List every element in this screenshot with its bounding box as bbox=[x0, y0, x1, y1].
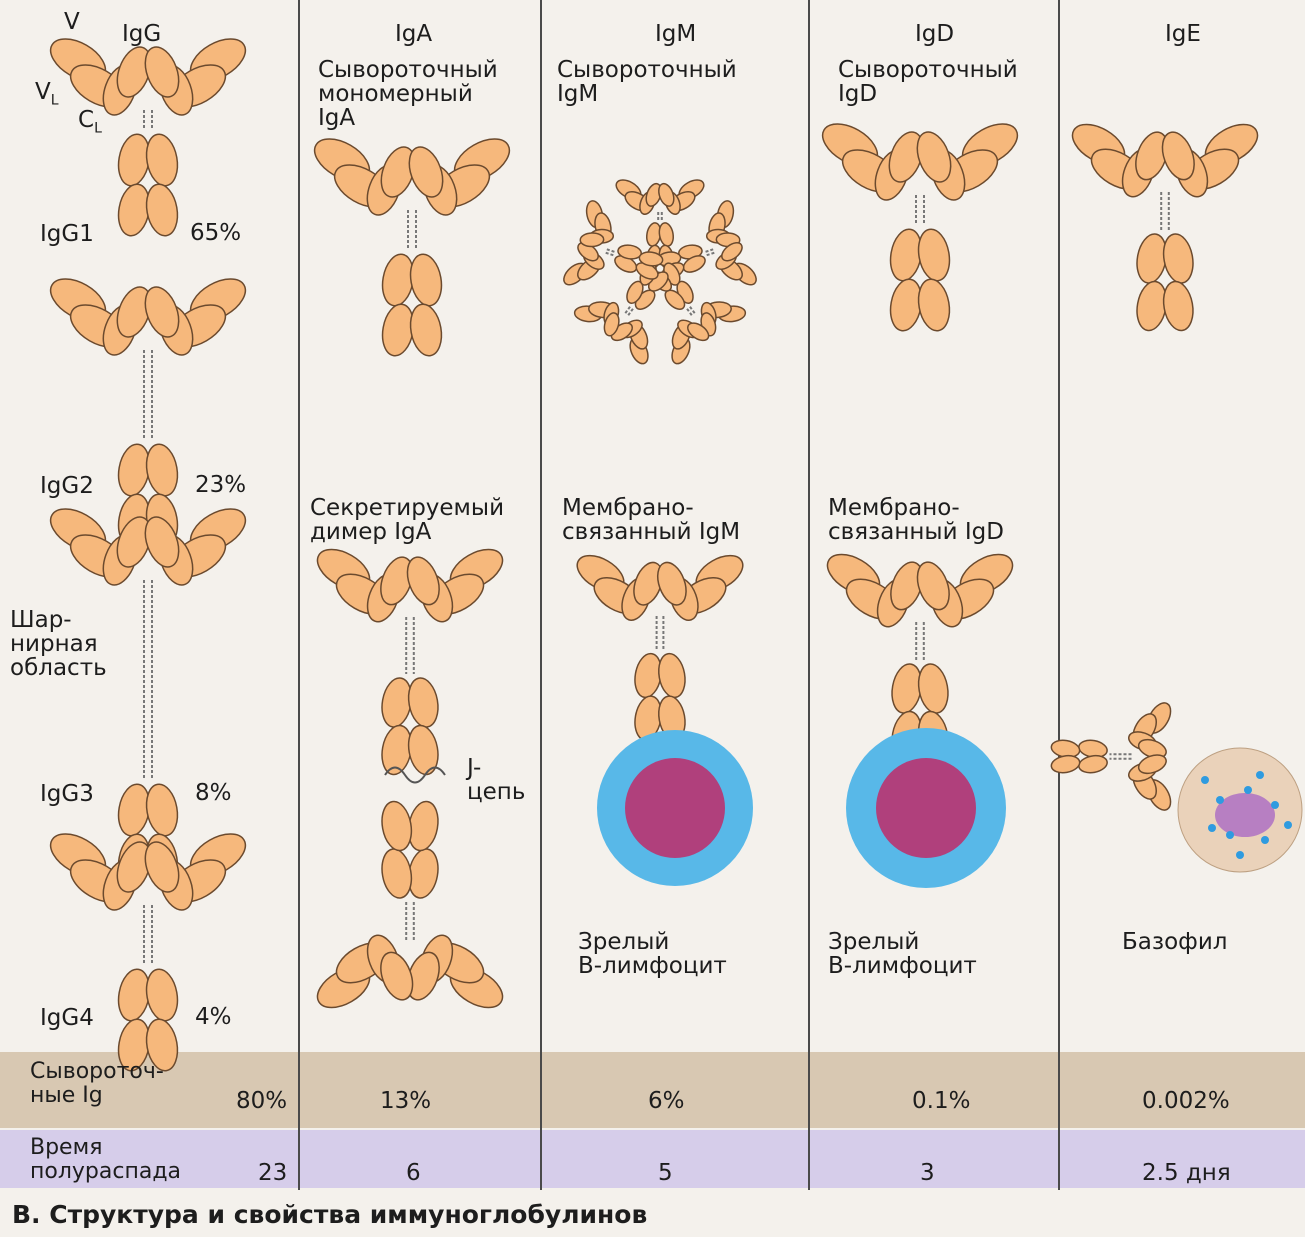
hinge-chain bbox=[606, 253, 615, 256]
ig-domain bbox=[378, 847, 415, 901]
serum-value-iga: 13% bbox=[380, 1088, 431, 1114]
igg3-percent: 8% bbox=[195, 780, 232, 806]
ig-domain bbox=[1160, 232, 1197, 286]
serum-value-igd: 0.1% bbox=[912, 1088, 970, 1114]
igg1-percent: 65% bbox=[190, 220, 241, 246]
ig-domain bbox=[143, 182, 182, 238]
hinge-chain bbox=[705, 249, 714, 252]
hinge-region-label: Шар- нирная область bbox=[10, 608, 107, 680]
halflife-value-ige: 2.5 дня bbox=[1142, 1160, 1231, 1186]
basophil-granule bbox=[1201, 776, 1209, 784]
hinge-chain bbox=[689, 306, 694, 313]
halflife-value-igd: 3 bbox=[920, 1160, 935, 1186]
serum-iga-label: Сывороточный мономерный IgA bbox=[318, 58, 498, 130]
ig-domain bbox=[143, 442, 182, 498]
igg4-percent: 4% bbox=[195, 1004, 232, 1030]
igg3-label: IgG3 bbox=[40, 782, 94, 806]
igg2-label: IgG2 bbox=[40, 474, 94, 498]
ig-domain bbox=[1077, 754, 1108, 775]
b-lymphocyte-label-igm: Зрелый В-лимфоцит bbox=[578, 930, 727, 978]
basophil-granule bbox=[1284, 821, 1292, 829]
ig-domain bbox=[915, 662, 952, 716]
ig-domain bbox=[1050, 754, 1081, 775]
basophil-granule bbox=[1244, 786, 1252, 794]
basophil-granule bbox=[1208, 824, 1216, 832]
ig-domain bbox=[915, 227, 954, 283]
header-ige: IgE bbox=[1165, 22, 1201, 46]
ig-domain bbox=[915, 277, 954, 333]
basophil-granule bbox=[1216, 796, 1224, 804]
vl-sub: L bbox=[51, 93, 59, 109]
ig-domain bbox=[407, 252, 446, 308]
hinge-chain bbox=[625, 306, 630, 313]
ig-domain bbox=[656, 652, 689, 700]
ig-domain bbox=[143, 782, 182, 838]
hinge-chain bbox=[706, 253, 715, 256]
basophil-granule bbox=[1236, 851, 1244, 859]
ig-domain bbox=[1160, 279, 1197, 333]
j-chain-label: J- цепь bbox=[467, 756, 525, 804]
igg4-label: IgG4 bbox=[40, 1006, 94, 1030]
membrane-igd-label: Мембрано- связанный IgD bbox=[828, 496, 1004, 544]
header-iga: IgA bbox=[395, 22, 432, 46]
b-cell-nucleus bbox=[625, 758, 725, 858]
ig-domain bbox=[407, 302, 446, 358]
header-igg: IgG bbox=[122, 22, 161, 46]
ig-domain bbox=[580, 233, 604, 247]
cl-main: C bbox=[78, 107, 94, 133]
serum-row-label: Сывороточ- ные Ig bbox=[30, 1060, 164, 1108]
light-variable-label: VL bbox=[35, 80, 59, 113]
ig-domain bbox=[405, 723, 442, 777]
ig-domain bbox=[143, 967, 182, 1023]
ig-domain bbox=[378, 799, 415, 853]
membrane-igm-label: Мембрано- связанный IgM bbox=[562, 496, 740, 544]
header-igd: IgD bbox=[915, 22, 954, 46]
ig-domain bbox=[143, 132, 182, 188]
serum-igm-label: Сывороточный IgM bbox=[557, 58, 737, 106]
basophil-granule bbox=[1226, 831, 1234, 839]
basophil-label: Базофил bbox=[1122, 930, 1228, 954]
basophil-granule bbox=[1271, 801, 1279, 809]
serum-igd-label: Сывороточный IgD bbox=[838, 58, 1018, 106]
ig-domain bbox=[658, 222, 675, 247]
figure-caption: В. Структура и свойства иммуноглобулинов bbox=[12, 1200, 647, 1229]
halflife-value-igm: 5 bbox=[658, 1160, 673, 1186]
cl-sub: L bbox=[94, 121, 102, 137]
hinge-chain bbox=[607, 249, 616, 252]
secretory-iga-label: Секретируемый димер IgA bbox=[310, 496, 504, 544]
serum-value-igg: 80% bbox=[236, 1088, 287, 1114]
variable-domain-label: V bbox=[64, 10, 80, 34]
igg1-label: IgG1 bbox=[40, 222, 94, 246]
halflife-row-label: Время полураспада bbox=[30, 1136, 181, 1184]
b-lymphocyte-label-igd: Зрелый В-лимфоцит bbox=[828, 930, 977, 978]
light-constant-label: CL bbox=[78, 108, 102, 141]
serum-value-igm: 6% bbox=[648, 1088, 685, 1114]
halflife-value-igg: 23 bbox=[258, 1160, 287, 1186]
halflife-value-iga: 6 bbox=[406, 1160, 421, 1186]
basophil-granule bbox=[1261, 836, 1269, 844]
b-cell-nucleus bbox=[876, 758, 976, 858]
serum-value-ige: 0.002% bbox=[1142, 1088, 1230, 1114]
ig-domain bbox=[405, 676, 442, 730]
header-igm: IgM bbox=[655, 22, 696, 46]
basophil-nucleus bbox=[1215, 793, 1275, 837]
igg2-percent: 23% bbox=[195, 472, 246, 498]
vl-main: V bbox=[35, 79, 51, 105]
basophil-granule bbox=[1256, 771, 1264, 779]
